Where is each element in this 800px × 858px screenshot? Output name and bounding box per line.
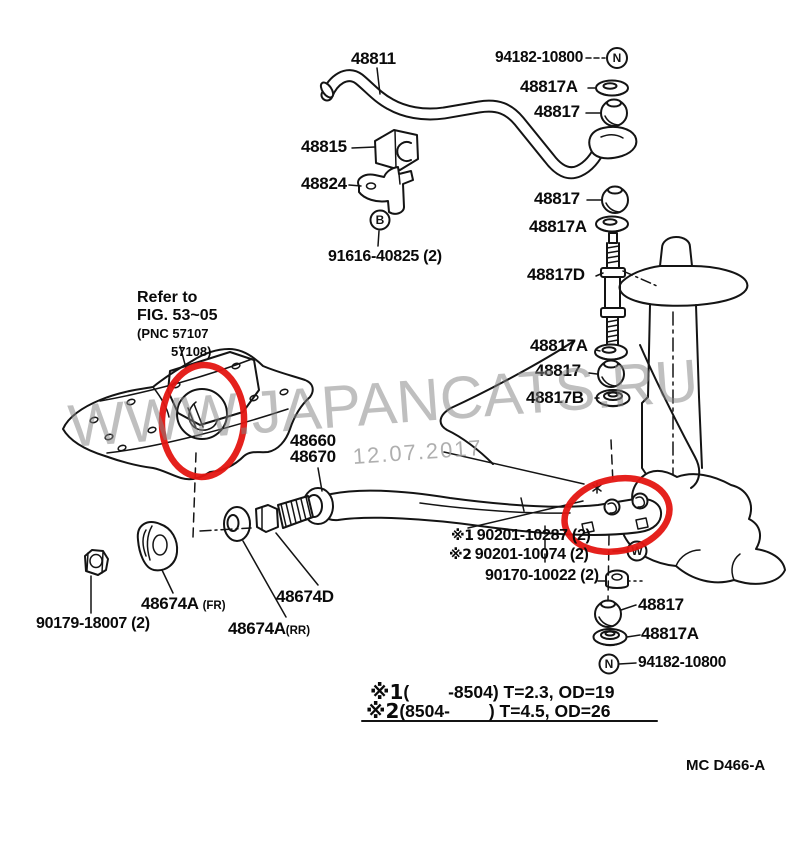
stabilizer-bracket-48824 <box>357 166 414 215</box>
footnote-2: ※2(8504- ) T=4.5, OD=26 <box>366 699 611 723</box>
washer-48817a-2 <box>595 215 629 233</box>
bushing-48817-bottom <box>594 599 622 628</box>
stabilizer-bar <box>319 69 638 180</box>
circled-n-top <box>606 47 628 69</box>
part-label-48817d: 48817D <box>527 265 585 284</box>
part-label-48670: 48670 <box>290 447 336 466</box>
bushing-48817-1 <box>600 98 628 127</box>
crossmember-bracket <box>62 348 314 481</box>
bushing-48817-2 <box>601 185 629 214</box>
leader-lines <box>90 57 658 722</box>
lower-control-arm <box>255 482 663 536</box>
washer-48817a-1 <box>595 79 629 97</box>
circled-b-badge: B <box>369 209 391 247</box>
stabilizer-bushing-48815 <box>374 129 419 171</box>
part-label-48817-1: 48817 <box>534 102 580 121</box>
circled-n-top-letter: N <box>613 51 622 65</box>
shock-absorber-outline <box>439 340 701 489</box>
nut-90170 <box>605 569 629 589</box>
part-label-94182-10800-bottom: 94182-10800 <box>638 654 727 671</box>
bushing-48674a-fr <box>136 521 179 572</box>
part-label-48660: 48660 <box>290 431 336 450</box>
washer-48817b <box>595 389 631 408</box>
circled-n-bottom-letter: N <box>605 657 614 671</box>
footnote-1: ※1( -8504) T=2.3, OD=19 <box>370 680 615 704</box>
part-label-48824: 48824 <box>301 174 347 193</box>
part-label-48815: 48815 <box>301 137 347 156</box>
stabilizer-link-parts: N <box>594 47 631 408</box>
circled-b-letter: B <box>376 213 385 227</box>
part-label-90170-10022: 90170-10022 (2) <box>485 567 599 584</box>
stabilizer-bar-end-eye <box>588 125 638 160</box>
bushing-48817-3 <box>597 359 625 388</box>
arm-mount-parts <box>84 506 251 576</box>
part-label-48817-2: 48817 <box>534 189 580 208</box>
part-label-90179-18007: 90179-18007 (2) <box>36 615 150 632</box>
arm-bolt-head <box>255 504 279 533</box>
highlight-circle-crossmember <box>158 361 248 481</box>
part-label-48817-3: 48817 <box>535 361 581 380</box>
part-label-48674d: 48674D <box>276 587 334 606</box>
highlight-circle-arm-bolts <box>561 474 673 556</box>
part-label-48817a-1: 48817A <box>520 77 578 96</box>
diagram-code: MC D466-A <box>686 757 766 774</box>
washer-48817a-3 <box>594 343 628 361</box>
part-label-48674a-fr: 48674A (FR) <box>141 594 226 613</box>
part-label-48817a-bottom: 48817A <box>641 624 699 643</box>
part-label-94182-10800-top: 94182-10800 <box>495 49 584 66</box>
part-label-48817a-3: 48817A <box>530 336 588 355</box>
part-label-48817-bottom: 48817 <box>638 595 684 614</box>
part-label-48811: 48811 <box>351 49 396 68</box>
part-label-48817b: 48817B <box>526 388 584 407</box>
part-label-48674a-rr: 48674A(RR) <box>228 619 311 638</box>
strut-assembly <box>618 236 786 585</box>
part-label-48817a-2: 48817A <box>529 217 587 236</box>
part-label-91616-40825: 91616-40825 (2) <box>328 248 442 265</box>
washer-48817a-bottom <box>592 628 628 647</box>
